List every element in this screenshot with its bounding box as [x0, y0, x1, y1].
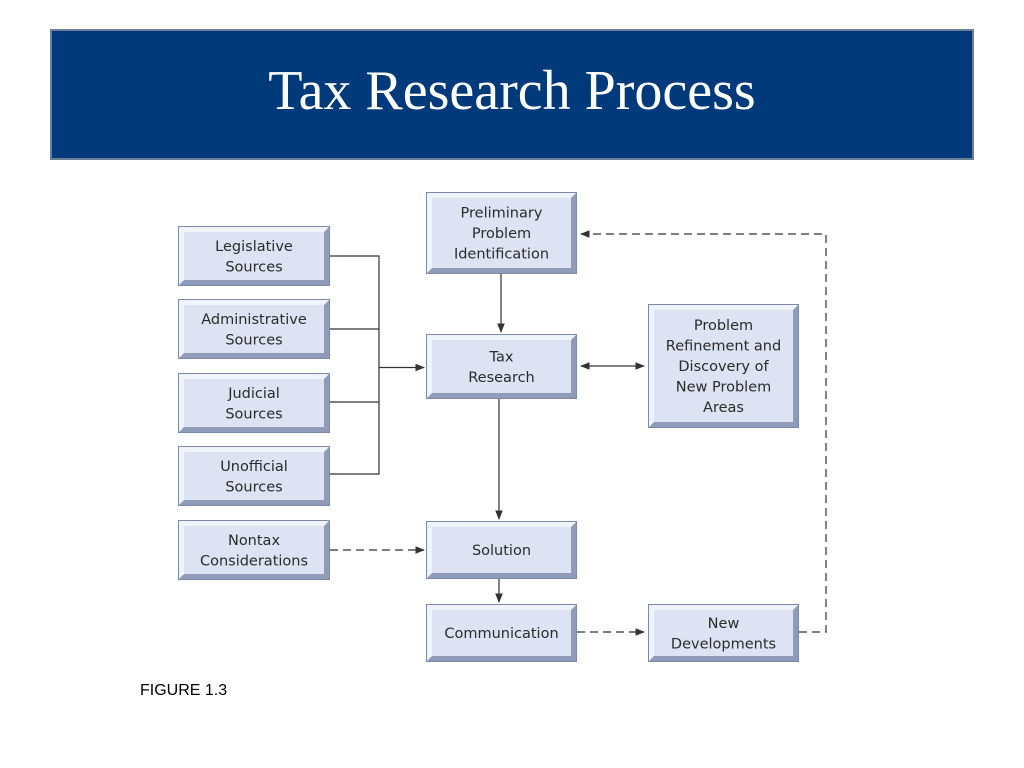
process-boxes: PreliminaryProblemIdentificationLegislat… — [178, 192, 799, 662]
box-label-line: Problem — [694, 318, 753, 334]
box-outline — [648, 304, 799, 428]
box-label-line: New Problem — [676, 380, 772, 396]
connector-new-developments-to-preliminary — [580, 230, 827, 633]
box-label-line: Judicial — [227, 386, 280, 402]
box-label-line: Sources — [225, 259, 282, 275]
title-bar: Tax Research Process — [50, 29, 974, 160]
box-label-line: Solution — [472, 543, 531, 559]
figure-caption: FIGURE 1.3 — [140, 682, 228, 699]
box-face — [184, 452, 324, 500]
box-outline — [178, 299, 330, 359]
box-label-line: Nontax — [228, 533, 280, 549]
box-face — [432, 340, 571, 393]
box-face — [432, 527, 571, 573]
box-face — [184, 305, 324, 353]
box-outline — [178, 520, 330, 580]
box-label-line: Sources — [225, 479, 282, 495]
box-face — [184, 232, 324, 280]
box-label-line: Areas — [703, 400, 744, 416]
box-label-line: Communication — [444, 626, 558, 642]
box-face — [184, 379, 324, 427]
slide-title: Tax Research Process — [268, 59, 756, 122]
box-solution: Solution — [426, 521, 577, 579]
box-bevel-light — [426, 604, 577, 662]
box-outline — [178, 226, 330, 286]
connector-legislative-to-tax-research — [330, 255, 425, 372]
box-bevel-dark — [648, 604, 799, 662]
box-communication: Communication — [426, 604, 577, 662]
box-outline — [426, 521, 577, 579]
box-label-line: Administrative — [201, 312, 307, 328]
box-outline — [648, 604, 799, 662]
box-face — [432, 610, 571, 656]
box-face — [654, 610, 793, 656]
box-label-line: Sources — [225, 332, 282, 348]
box-label-line: Sources — [225, 406, 282, 422]
box-label-line: Unofficial — [220, 459, 288, 475]
box-bevel-dark — [426, 604, 577, 662]
box-label-line: Preliminary — [461, 206, 543, 222]
box-face — [184, 526, 324, 574]
box-outline — [178, 373, 330, 433]
connectors — [330, 230, 827, 636]
box-bevel-light — [648, 604, 799, 662]
box-label-line: Discovery of — [678, 359, 769, 375]
box-outline — [426, 604, 577, 662]
box-outline — [178, 446, 330, 506]
box-face — [654, 310, 793, 422]
box-outline — [426, 334, 577, 399]
connector-unofficial-to-tax-research — [330, 367, 380, 475]
box-label-line: New — [708, 616, 740, 632]
box-label-line: Identification — [454, 247, 549, 263]
box-label-line: Developments — [671, 636, 776, 652]
box-label-line: Tax — [489, 349, 514, 365]
box-face — [432, 198, 571, 268]
box-label-line: Considerations — [200, 553, 308, 569]
box-bevel-light — [426, 521, 577, 579]
box-label-line: Legislative — [215, 239, 293, 255]
box-label-line: Problem — [472, 226, 531, 242]
box-label-line: Research — [468, 370, 535, 386]
box-bevel-dark — [426, 521, 577, 579]
box-label-line: Refinement and — [666, 339, 781, 355]
box-outline — [426, 192, 577, 274]
